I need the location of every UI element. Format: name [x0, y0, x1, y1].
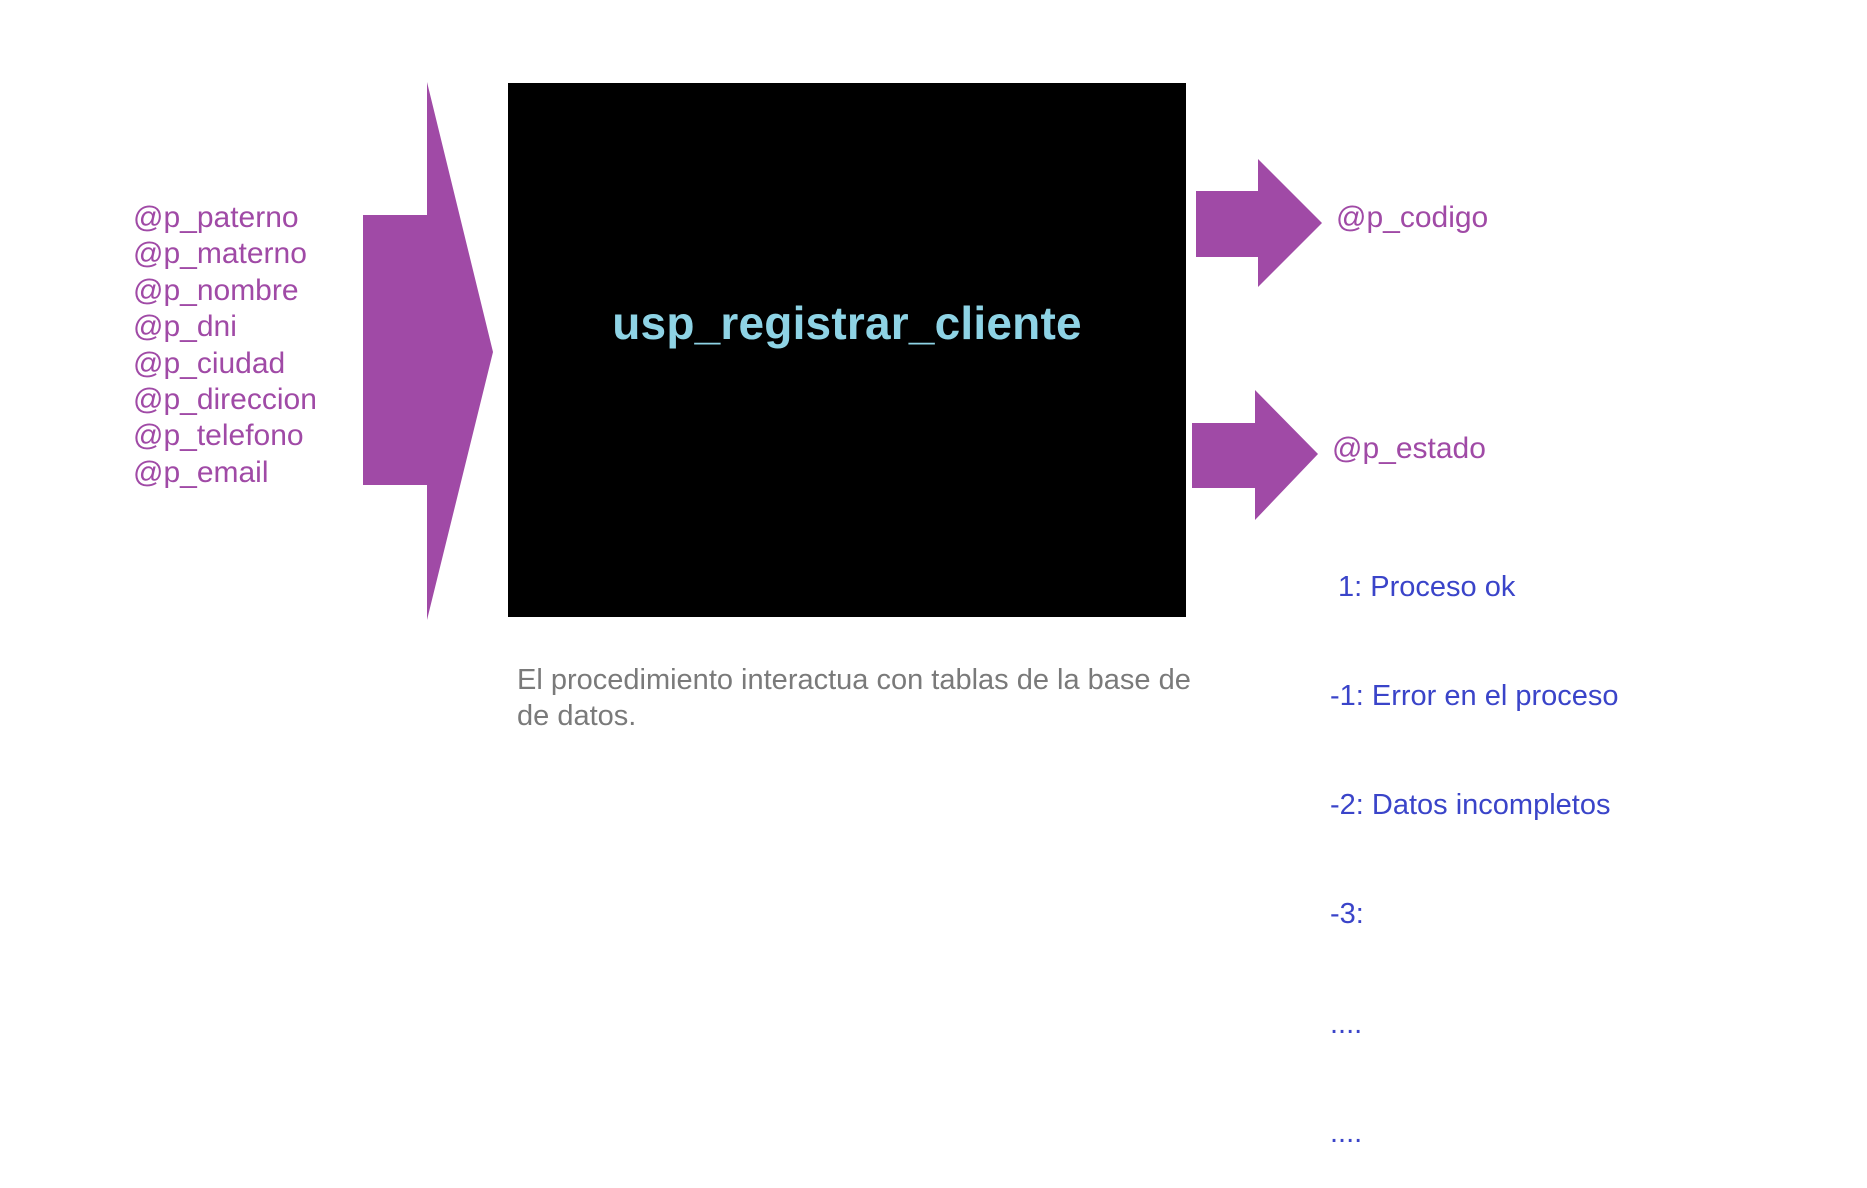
- output-arrow-codigo: [1196, 159, 1322, 287]
- procedure-box: usp_registrar_cliente: [508, 83, 1186, 617]
- input-arrow: [363, 82, 493, 620]
- estado-code: 1: Proceso ok: [1330, 570, 1516, 603]
- input-parameter: @p_paterno: [133, 201, 299, 234]
- estado-code: -1: Error en el proceso: [1330, 680, 1619, 713]
- input-parameter: @p_nombre: [133, 273, 299, 307]
- output-estado-label: @p_estado: [1332, 432, 1486, 465]
- estado-code-list: 1: Proceso ok -1: Error en el proceso -2…: [1330, 496, 1619, 1188]
- input-parameter: @p_email: [133, 455, 269, 489]
- estado-code: ....: [1330, 1116, 1363, 1149]
- procedure-note: El procedimiento interactua con tablas d…: [517, 664, 1191, 732]
- estado-code: -2: Datos incompletos: [1330, 789, 1611, 822]
- input-parameter: @p_materno: [133, 237, 307, 271]
- output-codigo-label: @p_codigo: [1336, 201, 1489, 234]
- input-parameter: @p_ciudad: [133, 346, 286, 380]
- input-parameter: @p_dni: [133, 310, 237, 344]
- input-parameter: @p_direccion: [133, 383, 317, 417]
- output-arrow-estado: [1192, 390, 1318, 520]
- procedure-name: usp_registrar_cliente: [612, 297, 1082, 349]
- estado-code: ....: [1330, 1007, 1363, 1040]
- estado-code: -3:: [1330, 898, 1364, 931]
- input-parameter-list: @p_paterno @p_materno @p_nombre @p_dni @…: [133, 200, 317, 491]
- input-parameter: @p_telefono: [133, 419, 304, 453]
